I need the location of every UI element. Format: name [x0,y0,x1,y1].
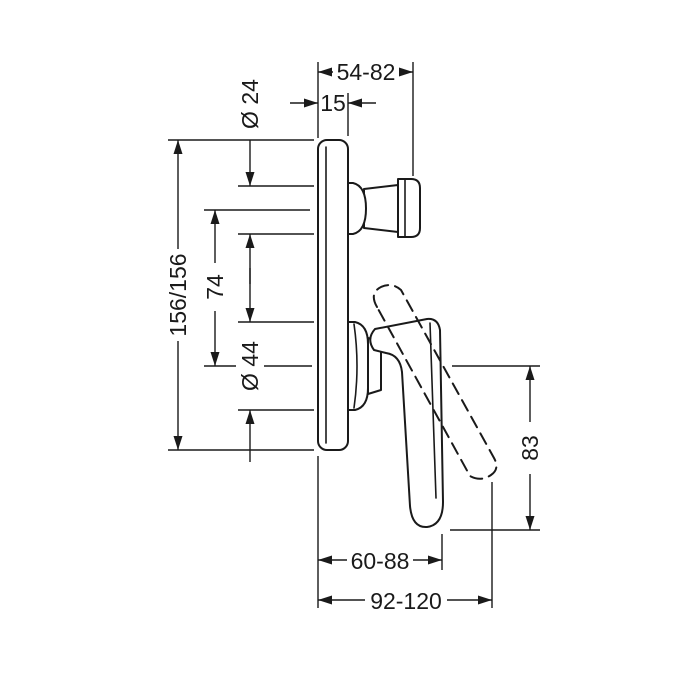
arrowhead-right [428,555,442,565]
dimension-92-120 [318,482,493,608]
arrowhead-up [210,210,220,224]
arrowhead-down [210,352,220,366]
arrowhead-up [245,410,255,424]
dim-label-handle-projection: 60-88 [351,548,410,574]
arrowhead-right [399,67,413,77]
dim-label-plate-size: 156/156 [165,253,191,336]
arrowhead-up [173,140,183,154]
spout-base [347,182,367,235]
dimension-15 [290,93,376,136]
handle-hub [347,321,369,411]
arrowhead-down [245,308,255,322]
dimension-hub-diameter [238,268,314,462]
arrowhead-up [245,234,255,248]
label-background [333,59,399,85]
dim-label-spout-projection: 54-82 [337,59,396,85]
arrowhead-left [348,98,362,108]
label-background [365,589,447,613]
arrowhead-left [318,555,332,565]
label-background [236,328,264,404]
dim-label-handle-height: 83 [517,435,543,461]
dim-label-hub-diameter: Ø 44 [237,341,263,391]
label-background [517,422,543,474]
label-background [347,549,413,573]
label-background [164,249,192,341]
arrowhead-up [525,366,535,380]
spout-body [363,184,399,233]
handle-hub-detail [353,323,358,409]
mixer-side-view [317,139,498,529]
arrowhead-right [478,595,492,605]
label-background [202,263,228,311]
handle-lever-open-position [372,284,498,480]
dim-label-spout-to-handle: 74 [202,274,228,300]
dimension-labels: 54-82 15 Ø 24 156/156 74 Ø 44 83 60-88 9… [164,59,543,614]
dimension-spout-diameter [238,140,314,284]
dim-label-plate-depth: 15 [320,90,346,116]
dim-label-max-projection: 92-120 [370,588,442,614]
handle-lever [369,317,444,529]
arrowhead-left [318,595,332,605]
dim-label-spout-diameter: Ø 24 [237,79,263,129]
spout-tip [397,178,421,238]
arrowhead-down [245,172,255,186]
wall-plate [317,139,349,451]
arrowhead-left [318,67,332,77]
arrowhead-down [173,436,183,450]
arrowhead-right [304,98,318,108]
arrowhead-down [525,516,535,530]
